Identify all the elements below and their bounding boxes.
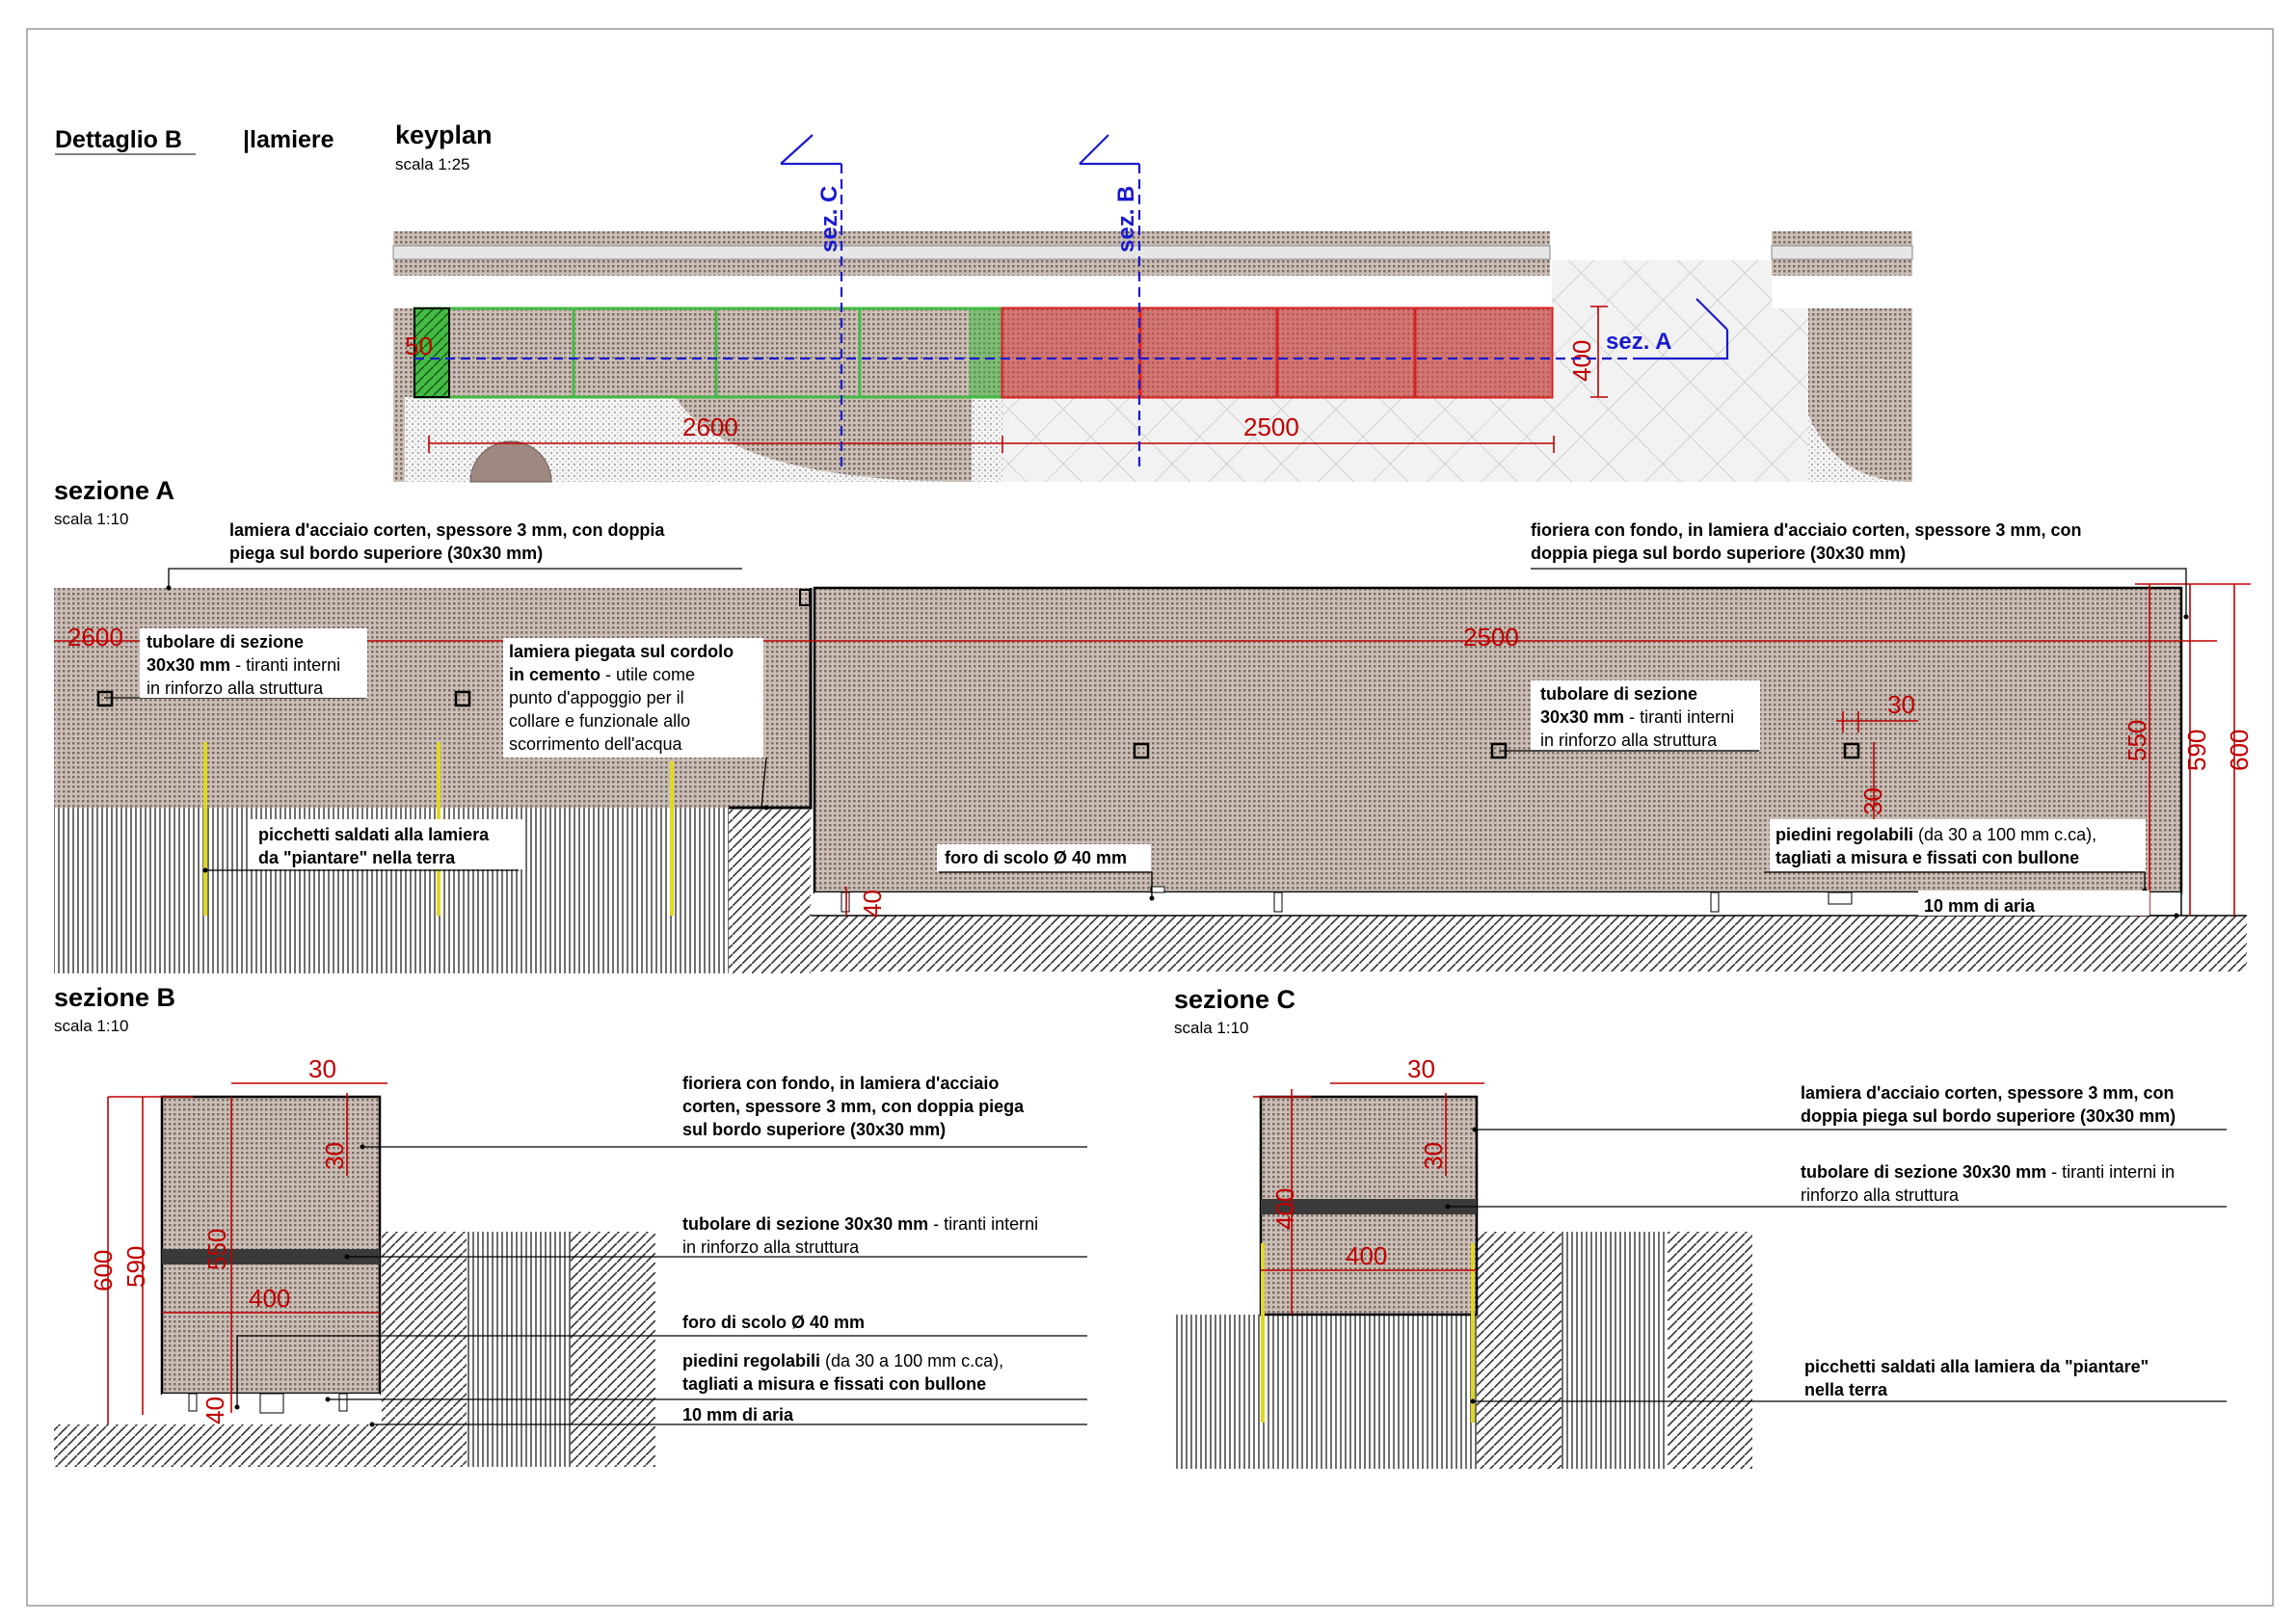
section-c-tube-2: rinforzo alla struttura — [1801, 1185, 1960, 1205]
section-b-dim-550: 550 — [202, 1229, 231, 1270]
section-c-dim-top-30: 30 — [1407, 1054, 1435, 1083]
section-a-dim-30-w: 30 — [1887, 690, 1915, 719]
section-a-plate-note-2: piega sul bordo superiore (30x30 mm) — [229, 544, 543, 563]
keyplan-dim-50: 50 — [405, 332, 433, 360]
detail-title: Dettaglio B — [55, 126, 182, 153]
section-b-planter-2: corten, spessore 3 mm, con doppia piega — [682, 1097, 1025, 1116]
section-b-feet-2: tagliati a misura e fissati con bullone — [682, 1374, 986, 1394]
section-a-planter-note-2: doppia piega sul bordo superiore (30x30 … — [1531, 544, 1906, 563]
section-a-tube-left-3: in rinforzo alla struttura — [147, 678, 324, 698]
section-c-title: sezione C — [1174, 985, 1295, 1014]
section-a-tube-left-1: tubolare di sezione — [147, 632, 304, 652]
section-c-dim-400-v: 400 — [1270, 1188, 1299, 1230]
section-b-dim-side-30: 30 — [320, 1142, 349, 1170]
section-a-tube-right-2: 30x30 mm - tiranti interni — [1540, 707, 1734, 727]
sheet-border — [26, 28, 2274, 1607]
section-c-stakes-2: nella terra — [1804, 1380, 1888, 1399]
cut-label-c: sez. C — [816, 186, 842, 253]
section-c-scale: scala 1:10 — [1174, 1019, 1249, 1037]
section-c: sezione C scala 1:10 30 30 400 400 lamie… — [1174, 985, 2227, 1469]
section-b-dim-400: 400 — [249, 1284, 290, 1313]
section-a-feet-2: tagliati a misura e fissati con bullone — [1775, 848, 2079, 867]
section-a-dim-2500: 2500 — [1463, 623, 1519, 652]
section-b-scale: scala 1:10 — [54, 1017, 129, 1035]
section-c-tube-1: tubolare di sezione 30x30 mm - tiranti i… — [1801, 1162, 2175, 1182]
section-b-planter-1: fioriera con fondo, in lamiera d'acciaio — [682, 1074, 999, 1093]
section-c-stakes-1: picchetti saldati alla lamiera da "piant… — [1804, 1357, 2149, 1376]
section-b-feet-1: piedini regolabili (da 30 a 100 mm c.ca)… — [682, 1351, 1003, 1370]
section-a-drain-note: foro di scolo Ø 40 mm — [945, 848, 1127, 867]
cut-label-a: sez. A — [1606, 329, 1671, 355]
section-a-stakes-2: da "piantare" nella terra — [258, 848, 456, 867]
section-a-tube-right-3: in rinforzo alla struttura — [1540, 731, 1718, 750]
section-b-dim-40: 40 — [200, 1397, 229, 1424]
section-a-air-note: 10 mm di aria — [1924, 896, 2036, 916]
section-b-drain: foro di scolo Ø 40 mm — [682, 1313, 865, 1332]
section-b-title: sezione B — [54, 983, 175, 1012]
section-c-dim-side-30: 30 — [1419, 1142, 1448, 1170]
section-a-tube-right-1: tubolare di sezione — [1540, 684, 1697, 704]
section-b-tube-1: tubolare di sezione 30x30 mm - tiranti i… — [682, 1214, 1038, 1234]
subject-title: |lamiere — [243, 126, 334, 153]
section-a-dim-550: 550 — [2122, 720, 2151, 761]
section-a-tube-left-2: 30x30 mm - tiranti interni — [147, 655, 340, 675]
section-b-dim-top-30: 30 — [308, 1054, 336, 1083]
keyplan-dim-2500: 2500 — [1243, 412, 1299, 441]
cut-label-b: sez. B — [1113, 186, 1139, 253]
section-a-dim-590: 590 — [2182, 730, 2211, 771]
section-b-air: 10 mm di aria — [682, 1405, 794, 1424]
section-a-dim-30-h: 30 — [1858, 787, 1887, 815]
section-b-tube-2: in rinforzo alla struttura — [682, 1237, 860, 1257]
section-b-planter-3: sul bordo superiore (30x30 mm) — [682, 1120, 946, 1139]
section-a: sezione A scala 1:10 2600 2500 — [54, 476, 2254, 973]
section-a-planter-note-1: fioriera con fondo, in lamiera d'acciaio… — [1531, 520, 2081, 540]
section-a-bent-note-3: punto d'appoggio per il — [509, 688, 684, 707]
section-a-bent-note-5: scorrimento dell'acqua — [509, 734, 683, 754]
section-a-feet-1: piedini regolabili (da 30 a 100 mm c.ca)… — [1775, 825, 2096, 844]
section-b: sezione B scala 1:10 30 30 600 590 550 4… — [54, 983, 1087, 1467]
keyplan: keyplan scala 1:25 — [392, 120, 1913, 483]
section-c-plate-1: lamiera d'acciaio corten, spessore 3 mm,… — [1801, 1083, 2174, 1103]
section-a-bent-note-4: collare e funzionale allo — [509, 711, 690, 731]
section-a-dim-2600: 2600 — [67, 623, 123, 652]
title-block: Dettaglio B |lamiere — [55, 126, 334, 155]
section-a-bent-note-1: lamiera piegata sul cordolo — [509, 642, 734, 661]
section-a-plate-note-1: lamiera d'acciaio corten, spessore 3 mm,… — [229, 520, 665, 540]
section-c-dim-400-h: 400 — [1346, 1241, 1387, 1270]
section-a-dim-40-left: 40 — [858, 890, 887, 918]
section-c-plate-2: doppia piega sul bordo superiore (30x30 … — [1801, 1106, 2176, 1126]
keyplan-title: keyplan — [395, 120, 493, 149]
keyplan-scale: scala 1:25 — [395, 155, 470, 173]
section-a-title: sezione A — [54, 476, 174, 505]
keyplan-dim-2600: 2600 — [682, 412, 738, 441]
section-a-scale: scala 1:10 — [54, 510, 129, 528]
section-a-bent-note-2: in cemento - utile come — [509, 665, 695, 684]
section-b-dim-600: 600 — [89, 1250, 118, 1291]
section-a-dim-600: 600 — [2225, 730, 2254, 771]
keyplan-dim-400: 400 — [1567, 340, 1596, 382]
section-a-stakes-1: picchetti saldati alla lamiera — [258, 825, 490, 844]
section-b-dim-590: 590 — [121, 1246, 150, 1288]
